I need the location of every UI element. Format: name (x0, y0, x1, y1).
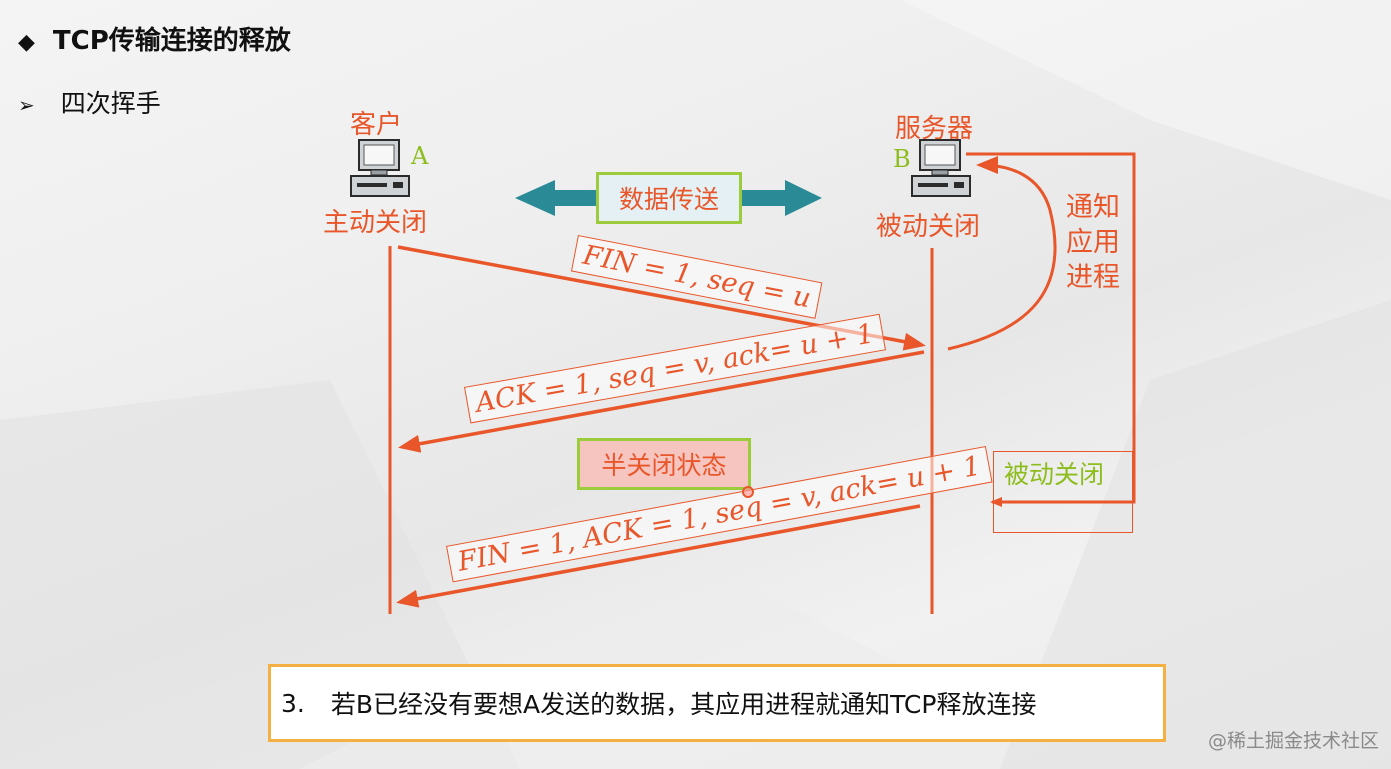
server-letter: B (893, 145, 911, 173)
notify-line-1: 通知 (1066, 192, 1120, 223)
slide-title: ◆ TCP传输连接的释放 (18, 20, 291, 57)
passive-close-box: 被动关闭 (993, 451, 1133, 533)
pointer-dot-icon (742, 486, 754, 498)
slide-subtitle-text: 四次挥手 (60, 89, 161, 118)
server-computer-icon (911, 139, 971, 197)
diamond-bullet-icon: ◆ (18, 30, 35, 55)
half-close-state-box: 半关闭状态 (577, 438, 751, 490)
watermark: @稀土掘金技术社区 (1208, 730, 1380, 752)
client-computer-icon (350, 139, 410, 197)
slide-subtitle: ➢ 四次挥手 (18, 84, 161, 120)
notify-line-2: 应用 (1066, 227, 1120, 258)
data-transfer-box: 数据传送 (596, 172, 742, 224)
server-role: 被动关闭 (876, 212, 981, 242)
notify-line-3: 进程 (1066, 262, 1120, 293)
slide-title-text: TCP传输连接的释放 (52, 26, 291, 56)
arrow-bullet-icon: ➢ (18, 93, 35, 117)
fin-message-label: FIN = 1, seq = u (570, 235, 823, 319)
caption-number: 3. (281, 688, 305, 718)
ack-message-label: ACK = 1, seq = v, ack= u + 1 (464, 313, 886, 424)
client-letter: A (411, 142, 429, 170)
notify-app-label: 通知 应用 进程 (1066, 190, 1126, 295)
client-role: 主动关闭 (323, 208, 428, 238)
client-name: 客户 (350, 110, 403, 140)
caption-box: 3. 若B已经没有要想A发送的数据，其应用进程就通知TCP释放连接 (268, 664, 1166, 742)
caption-text: 若B已经没有要想A发送的数据，其应用进程就通知TCP释放连接 (330, 690, 1037, 719)
